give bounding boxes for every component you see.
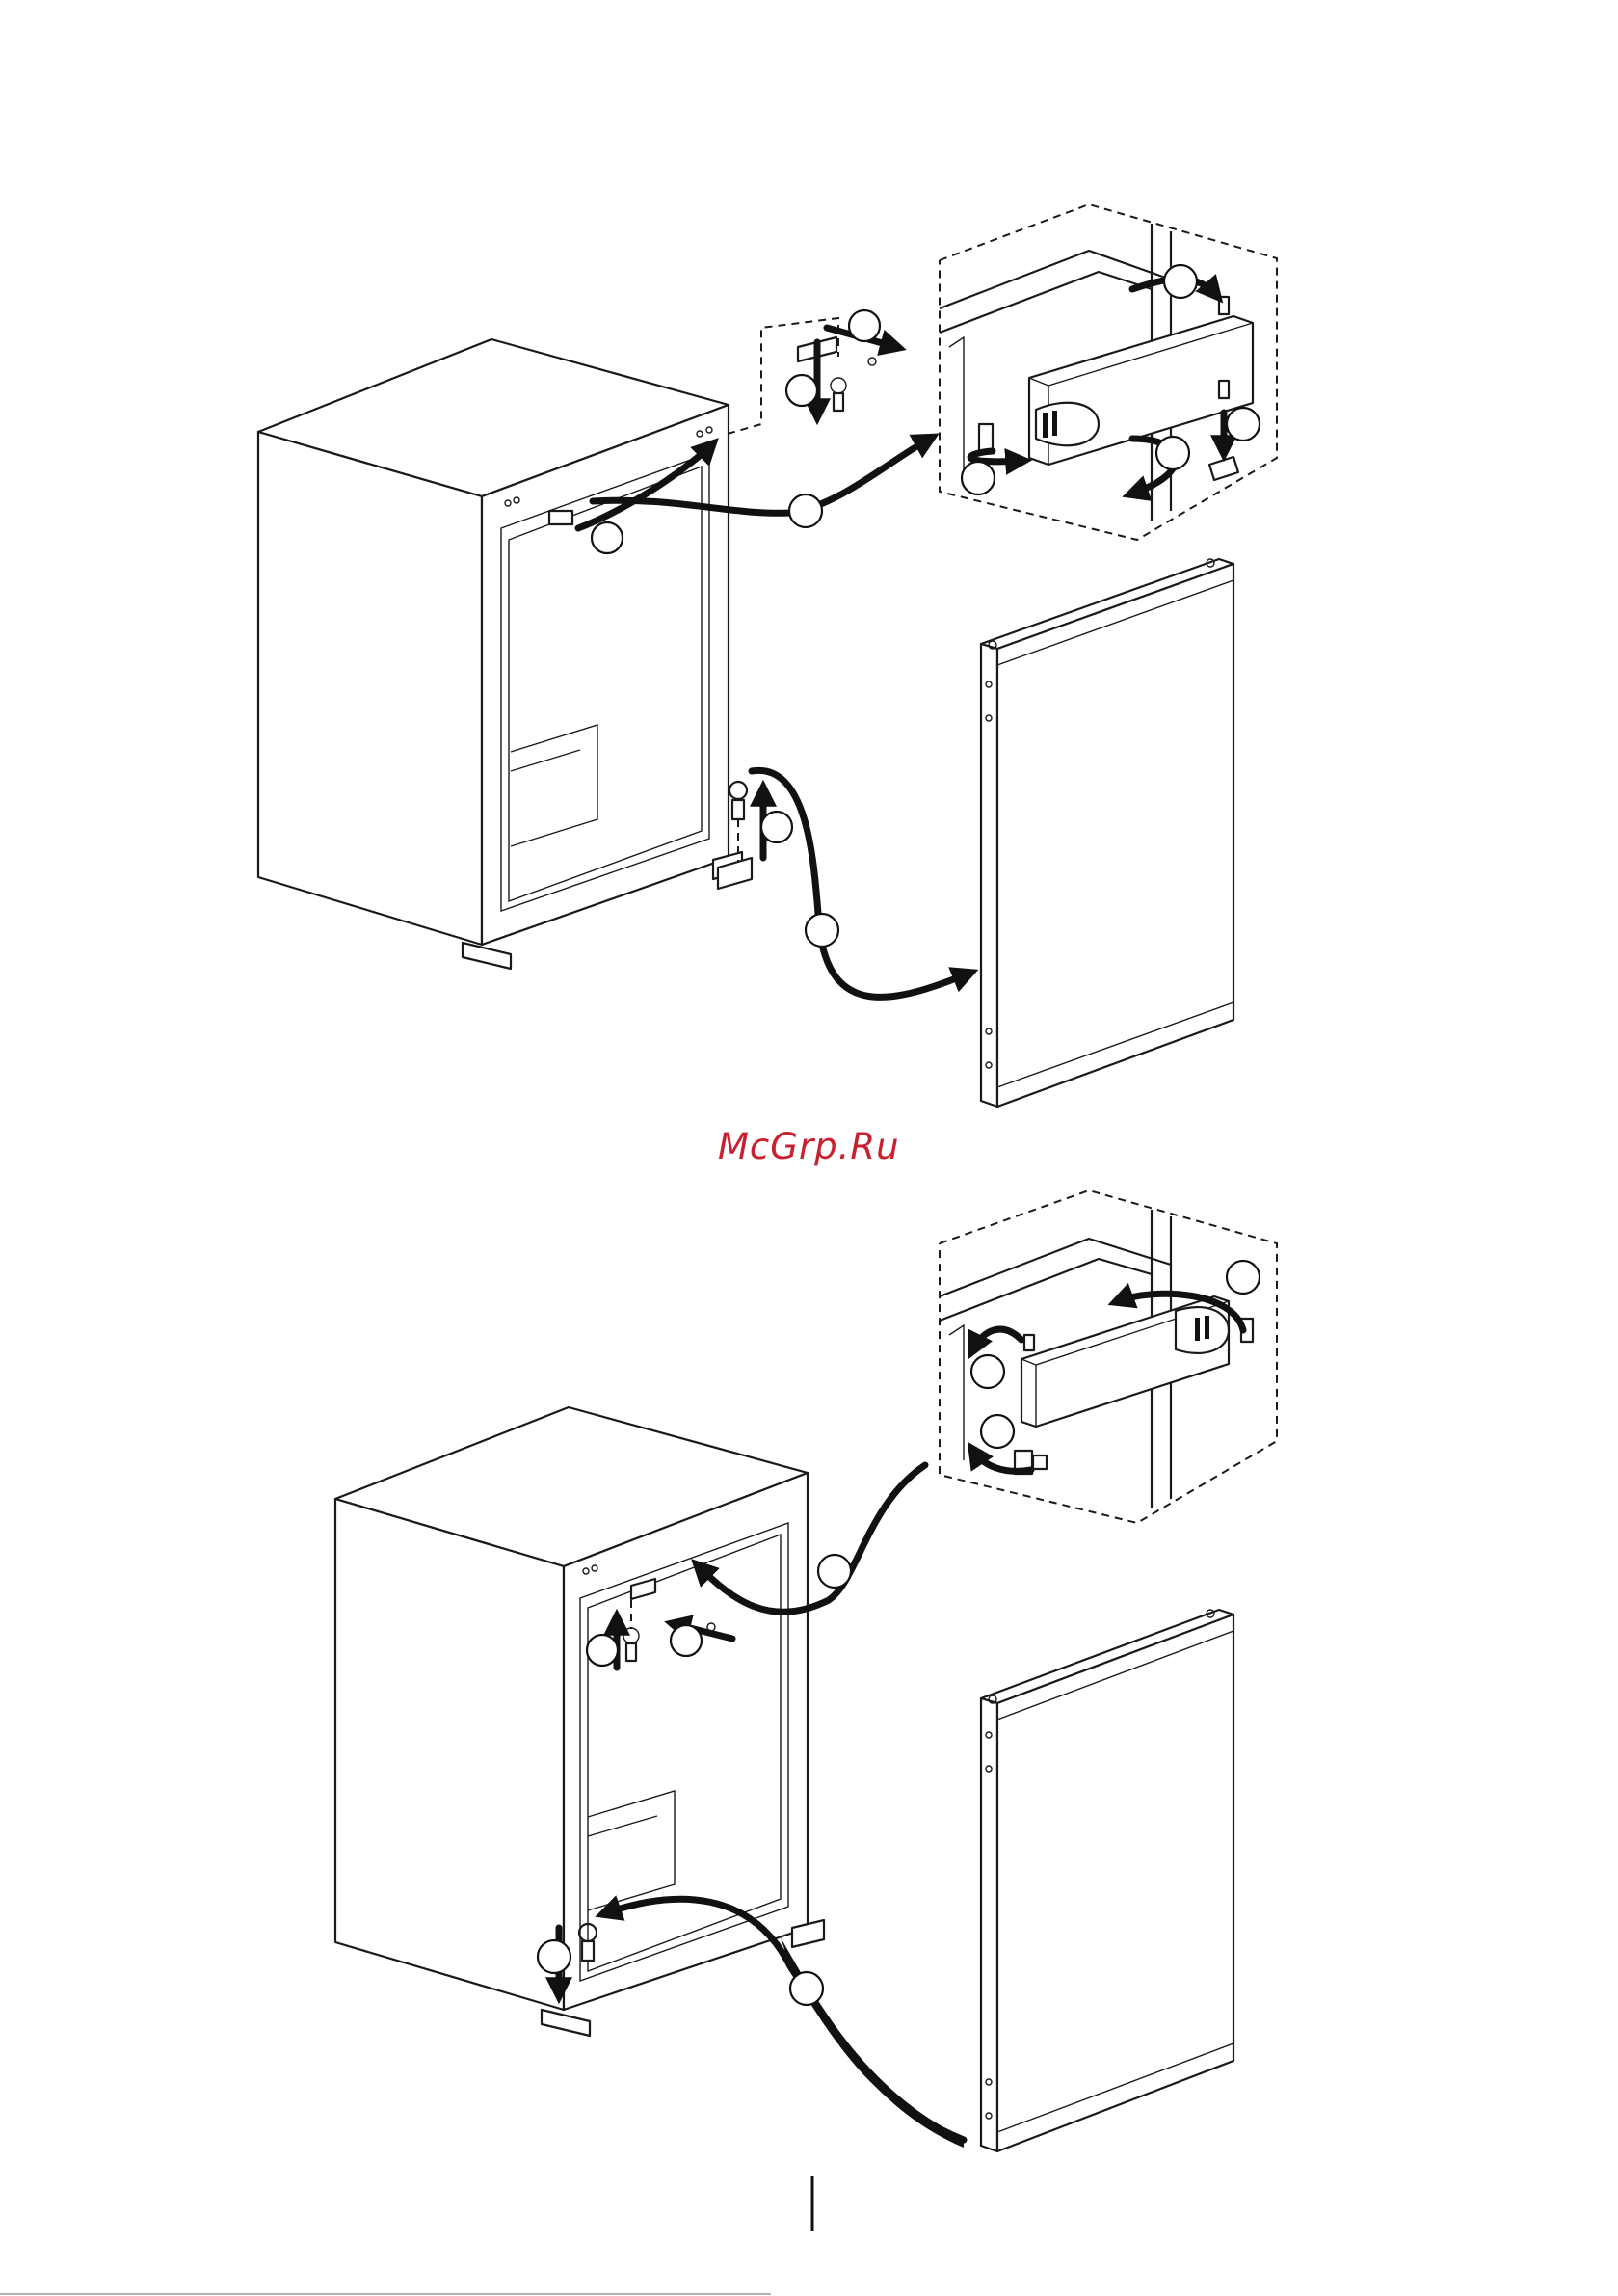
upper-door <box>981 559 1233 1107</box>
lower-figure <box>335 1190 1277 2151</box>
upper-cabinet <box>258 339 742 969</box>
watermark-text: McGrp.Ru <box>718 1126 920 1167</box>
upper-top-hinge-parts <box>728 310 896 434</box>
upper-arrow-to-door <box>752 770 968 997</box>
upper-top-hinge-detail <box>940 204 1277 540</box>
lower-door <box>981 1610 1233 2151</box>
lower-top-hinge-detail <box>940 1190 1277 1523</box>
lower-cabinet <box>335 1407 824 2036</box>
upper-figure <box>258 204 1277 1107</box>
